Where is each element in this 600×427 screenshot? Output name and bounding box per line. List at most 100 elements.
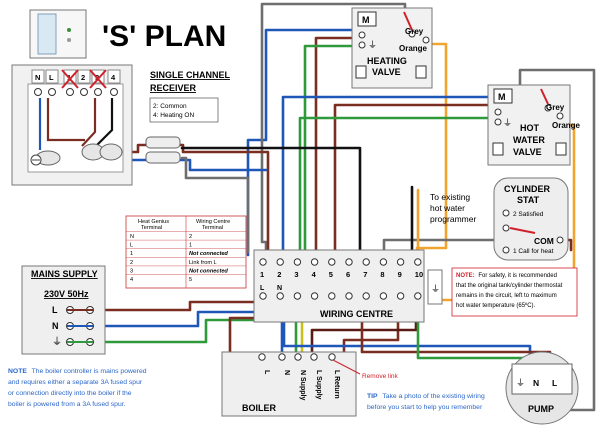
power-note-line1: The boiler controller is mains powered	[32, 368, 147, 375]
mains-n-label: N	[52, 321, 59, 331]
mains-brown-wire	[95, 295, 264, 312]
wiring-centre-screw-top	[310, 258, 319, 266]
boiler-label: BOILER	[242, 403, 277, 413]
receiver-title-line2: RECEIVER	[150, 83, 197, 93]
wiring-centre-screw-top	[362, 258, 370, 266]
heating-valve-orange-label: Orange	[399, 44, 428, 53]
safety-note-lead: NOTE:	[456, 273, 475, 279]
mains-l-label: L	[52, 305, 58, 315]
boiler-terminal-label: L Return	[333, 370, 340, 399]
receiver-terminal-screw	[80, 88, 88, 96]
mains-earth-icon: ⏚	[52, 336, 62, 348]
wiring-centre-screw-bottom	[396, 292, 405, 300]
svg-text:NOTE: For safety, it is: NOTE: For safety, it is recommended	[456, 273, 557, 279]
heating-valve-green-yellow-wire	[303, 44, 354, 257]
table-cell-heat-genius: N	[130, 234, 134, 240]
receiver-earth-terminal	[30, 154, 42, 166]
pump: ⏚ N L PUMP	[505, 351, 579, 425]
svg-text:TIP Take a photo of the: TIP Take a photo of the existing wiring	[367, 393, 485, 400]
hw-valve-orange-label: Orange	[552, 121, 581, 130]
table-header-col1-line1: Heat Genius	[138, 219, 169, 225]
power-note-line3: or connection directly into the boiler i…	[8, 390, 132, 397]
heating-valve-label-line2: VALVE	[372, 67, 401, 77]
hw-valve-earth-icon: ⏚	[503, 118, 512, 128]
receiver-terminal-screw	[48, 88, 56, 96]
terminal-mapping-table: Heat Genius Terminal Wiring Centre Termi…	[125, 215, 247, 289]
hw-valve-label-line2: WATER	[513, 135, 545, 145]
wiring-centre-terminal-number: 6	[346, 270, 350, 279]
table-cell-wiring-centre: 2	[189, 234, 192, 240]
hw-valve-brown-wire	[333, 103, 495, 257]
wiring-centre-screw-top	[396, 258, 405, 266]
receiver-terminal-label: L	[49, 73, 54, 82]
wiring-centre-screw-top	[276, 258, 284, 266]
wiring-centre-terminal-number: 3	[294, 270, 298, 279]
boiler-terminal-screw	[310, 353, 318, 361]
table-cell-heat-genius: 4	[130, 277, 133, 283]
receiver-black-wire	[180, 146, 362, 257]
safety-note-line2: that the original tank/cylinder thermost…	[456, 283, 563, 289]
table-cell-heat-genius: 2	[130, 260, 133, 266]
receiver-legend-box	[149, 97, 219, 123]
receiver-grey-wire	[180, 156, 250, 254]
wiring-centre-terminal-number: 8	[380, 270, 384, 279]
receiver-terminal-box	[107, 69, 121, 84]
single-channel-receiver: NL1234	[11, 64, 133, 186]
boiler-terminal-label: L Supply	[315, 370, 322, 400]
programmer-note-line3: programmer	[430, 214, 476, 224]
programmer-note-line2: hot water	[430, 203, 465, 213]
tip-lead: TIP	[367, 393, 378, 400]
power-note-lead: NOTE	[8, 368, 27, 375]
heating-valve-brown-wire	[314, 36, 354, 257]
cylinder-stat-satisfied: 2 Satisfied	[513, 211, 544, 218]
table-cell-wiring-centre: 1	[189, 243, 192, 249]
hw-valve-label-line3: VALVE	[513, 147, 542, 157]
receiver-terminal-screw	[34, 88, 42, 96]
table-cell-wiring-centre: 5	[189, 277, 192, 283]
safety-note-line4: hot water temperature (65ºC).	[456, 302, 536, 309]
table-header-col1-line2: Terminal	[141, 225, 162, 231]
wiring-centre-screw-bottom	[414, 292, 422, 300]
heating-valve-motor-label: M	[362, 15, 370, 25]
wiring-centre-earth-icon: ⏚	[431, 284, 440, 294]
table-header-col2-line2: Terminal	[202, 225, 223, 231]
wiring-centre-terminal-number: 7	[363, 270, 367, 279]
cylinder-stat-call: 1 Call for heat	[513, 248, 554, 255]
cylinder-stat-title-line2: STAT	[517, 195, 540, 205]
receiver-terminal-box	[31, 69, 45, 84]
boiler-terminal-label: L	[263, 370, 270, 375]
wiring-centre-screw-bottom	[379, 292, 388, 300]
receiver-terminal-box	[91, 69, 105, 84]
table-cell-wiring-centre: Link from L	[189, 260, 217, 266]
mains-voltage: 230V 50Hz	[44, 289, 89, 299]
receiver-cable-gland	[35, 143, 123, 166]
heating-valve-grey-label: Grey	[405, 27, 424, 36]
receiver-terminal-box	[45, 69, 59, 84]
receiver-terminal-screw	[110, 88, 118, 96]
pump-label: PUMP	[528, 404, 554, 414]
diagram-title: 'S' PLAN	[102, 20, 226, 53]
table-cell-wiring-centre: Not connected	[189, 251, 228, 257]
receiver-unused-terminal-marks	[61, 69, 107, 89]
receiver-terminal-screw	[66, 88, 74, 96]
programmer-note-line1: To existing	[430, 192, 470, 202]
hot-water-valve: M ⏚ Grey Orange HOT WATER VALVE	[487, 84, 581, 166]
boiler-terminal-label: N	[283, 370, 290, 375]
pump-terminal-l: L	[552, 378, 557, 388]
safety-note: NOTE: For safety, it is recommended that…	[451, 267, 578, 317]
mains-green-yellow-wire	[95, 318, 302, 344]
wiring-centre-screw-bottom	[293, 292, 302, 300]
wiring-centre-screw-bottom	[362, 292, 370, 300]
mains-supply: MAINS SUPPLY 230V 50Hz L N ⏚	[21, 265, 106, 355]
wiring-centre-terminal-number: 4	[312, 270, 317, 279]
receiver-legend-heating-on: 4: Heating ON	[153, 112, 194, 119]
table-cell-heat-genius: 3	[130, 268, 133, 274]
tip-note: TIP Take a photo of the existing wiring …	[367, 393, 485, 411]
wiring-centre-screw-top	[328, 258, 336, 266]
hw-valve-label-line1: HOT	[520, 123, 540, 133]
wiring-centre-screw-top	[259, 258, 267, 266]
table-cell-heat-genius: 1	[130, 251, 133, 257]
